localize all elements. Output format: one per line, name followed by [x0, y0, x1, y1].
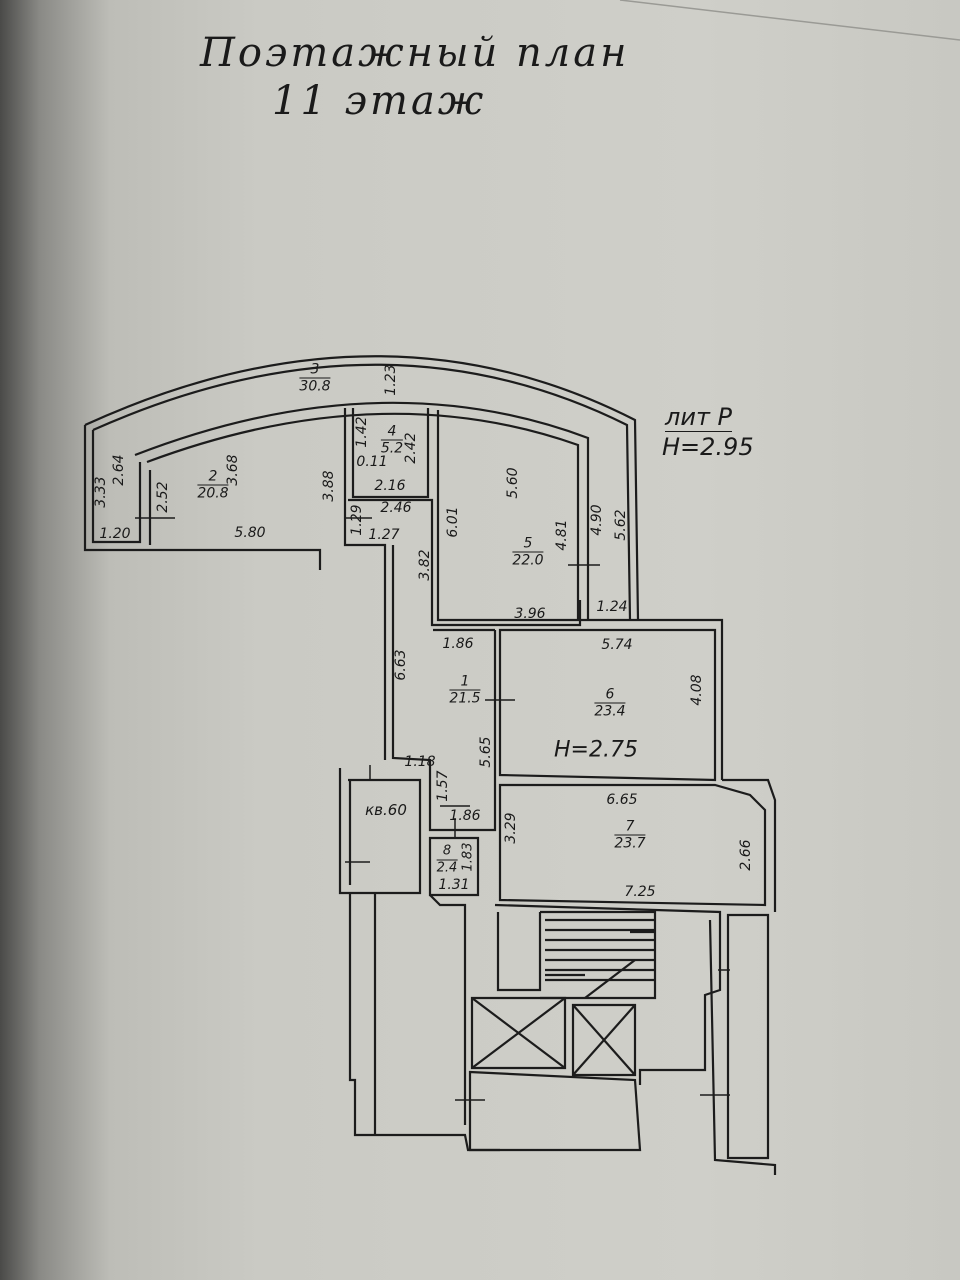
room-number: 5: [512, 536, 544, 553]
dimension: 6.01: [445, 506, 461, 538]
dimension: 4.81: [554, 519, 570, 551]
dimension: 6.65: [606, 792, 638, 808]
dimension: 3.68: [225, 454, 241, 486]
building-height: Н=2.95: [662, 433, 754, 461]
room-area: 23.4: [594, 703, 626, 720]
dimension: 7.25: [624, 884, 656, 900]
room-area: 20.8: [197, 485, 229, 502]
room-area: 2.4: [436, 860, 458, 876]
room-area: 21.5: [449, 690, 481, 707]
room-area: 5.2: [380, 440, 404, 457]
dimension: 5.65: [478, 736, 494, 768]
dimension: 5.74: [601, 637, 633, 653]
dimension: 1.27: [368, 527, 400, 543]
dimension: 2.46: [380, 500, 412, 516]
room-area: 30.8: [299, 378, 331, 395]
dimension: 1.23: [383, 364, 399, 396]
dimension: 2.66: [738, 839, 754, 871]
room-number: 4: [380, 424, 404, 441]
dimension: 2.52: [155, 481, 171, 513]
dimension: 1.57: [435, 770, 451, 802]
dimension: 1.83: [460, 842, 476, 872]
dimension: 1.29: [349, 504, 365, 536]
dimension: 3.33: [93, 476, 109, 508]
dimension: 1.42: [354, 416, 370, 448]
dimension: 5.80: [234, 525, 266, 541]
dimension: 1.24: [596, 599, 628, 615]
dimension: 2.42: [403, 432, 419, 464]
room-number: 6: [594, 687, 626, 704]
balcony-outer-wall: [84, 355, 640, 621]
dimension: 1.86: [442, 636, 474, 652]
dimension: 6.63: [393, 649, 409, 681]
room-number: 2: [197, 469, 229, 486]
building-letter: лит Р: [665, 403, 733, 432]
dimension: 4.90: [589, 504, 605, 536]
room-number: 3: [299, 362, 331, 379]
dimension: 4.08: [689, 674, 705, 706]
room-number: 1: [449, 674, 481, 691]
dimension: 0.11: [356, 454, 388, 470]
dimension: 2.64: [111, 454, 127, 486]
dimension: 1.31: [438, 877, 470, 893]
page-edge: [619, 0, 960, 41]
dimension: 3.96: [514, 606, 546, 622]
room-number: 7: [614, 819, 646, 836]
room-number: 8: [436, 844, 458, 861]
dimension: 5.60: [505, 467, 521, 499]
dimension: 2.16: [374, 478, 406, 494]
dimension: 3.82: [417, 549, 433, 581]
dimension: 1.20: [99, 526, 131, 542]
room-6-height: Н=2.75: [554, 737, 638, 763]
room-area: 22.0: [512, 552, 544, 569]
apartment-label: кв.60: [365, 801, 407, 819]
room-area: 23.7: [614, 835, 646, 852]
dimension: 3.88: [321, 470, 337, 502]
floor-label: 11 этаж: [272, 78, 487, 124]
dimension: 1.86: [449, 808, 481, 824]
page-title: Поэтажный план: [200, 30, 630, 76]
dimension: 5.62: [613, 509, 629, 541]
dimension: 1.18: [404, 754, 436, 770]
dimension: 3.29: [503, 812, 519, 844]
